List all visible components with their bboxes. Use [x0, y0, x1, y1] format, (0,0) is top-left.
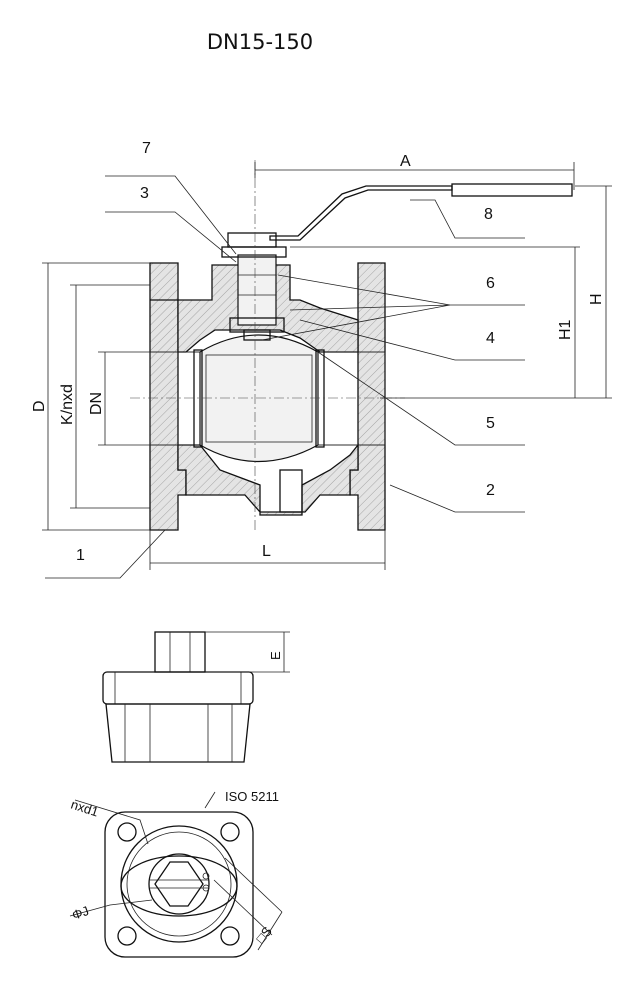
- dim-K: K/nxd: [59, 384, 76, 425]
- callout-4: 4: [486, 330, 495, 347]
- top-flange-side-view: [102, 631, 290, 763]
- callout-2: 2: [486, 482, 495, 499]
- callout-1: 1: [76, 547, 85, 564]
- dim-A: A: [400, 153, 411, 170]
- seat-left: [193, 349, 203, 448]
- dim-L: L: [262, 543, 271, 560]
- callout-7: 7: [142, 140, 151, 157]
- iso-label: ISO 5211: [225, 789, 279, 804]
- lower-body: [177, 443, 359, 516]
- drawing-title: DN15-150: [206, 30, 314, 54]
- handle-grip: [451, 183, 573, 197]
- nxd1-label: nxd1: [69, 797, 100, 820]
- leader-lines: [45, 175, 525, 579]
- dim-H: H: [588, 293, 605, 305]
- callout-8: 8: [484, 206, 493, 223]
- dim-DN: DN: [88, 392, 105, 415]
- dimension-lines: [42, 162, 612, 570]
- stem: [237, 254, 277, 326]
- phiJ-label: ΦJ: [70, 903, 91, 923]
- dim-D: D: [31, 400, 48, 412]
- callout-3: 3: [140, 185, 149, 202]
- top-flange-plan-view: [69, 791, 283, 958]
- dim-H1: H1: [557, 319, 574, 340]
- gland-nut: [227, 232, 277, 248]
- callout-5: 5: [486, 415, 495, 432]
- bottom-plug: [279, 469, 303, 513]
- right-flange: [349, 262, 386, 531]
- handle: [269, 185, 453, 241]
- dim-E: E: [268, 651, 283, 660]
- valve-section-view: [130, 160, 573, 531]
- seat-right: [315, 349, 325, 448]
- S-label: □S: [253, 923, 275, 946]
- callout-6: 6: [486, 275, 495, 292]
